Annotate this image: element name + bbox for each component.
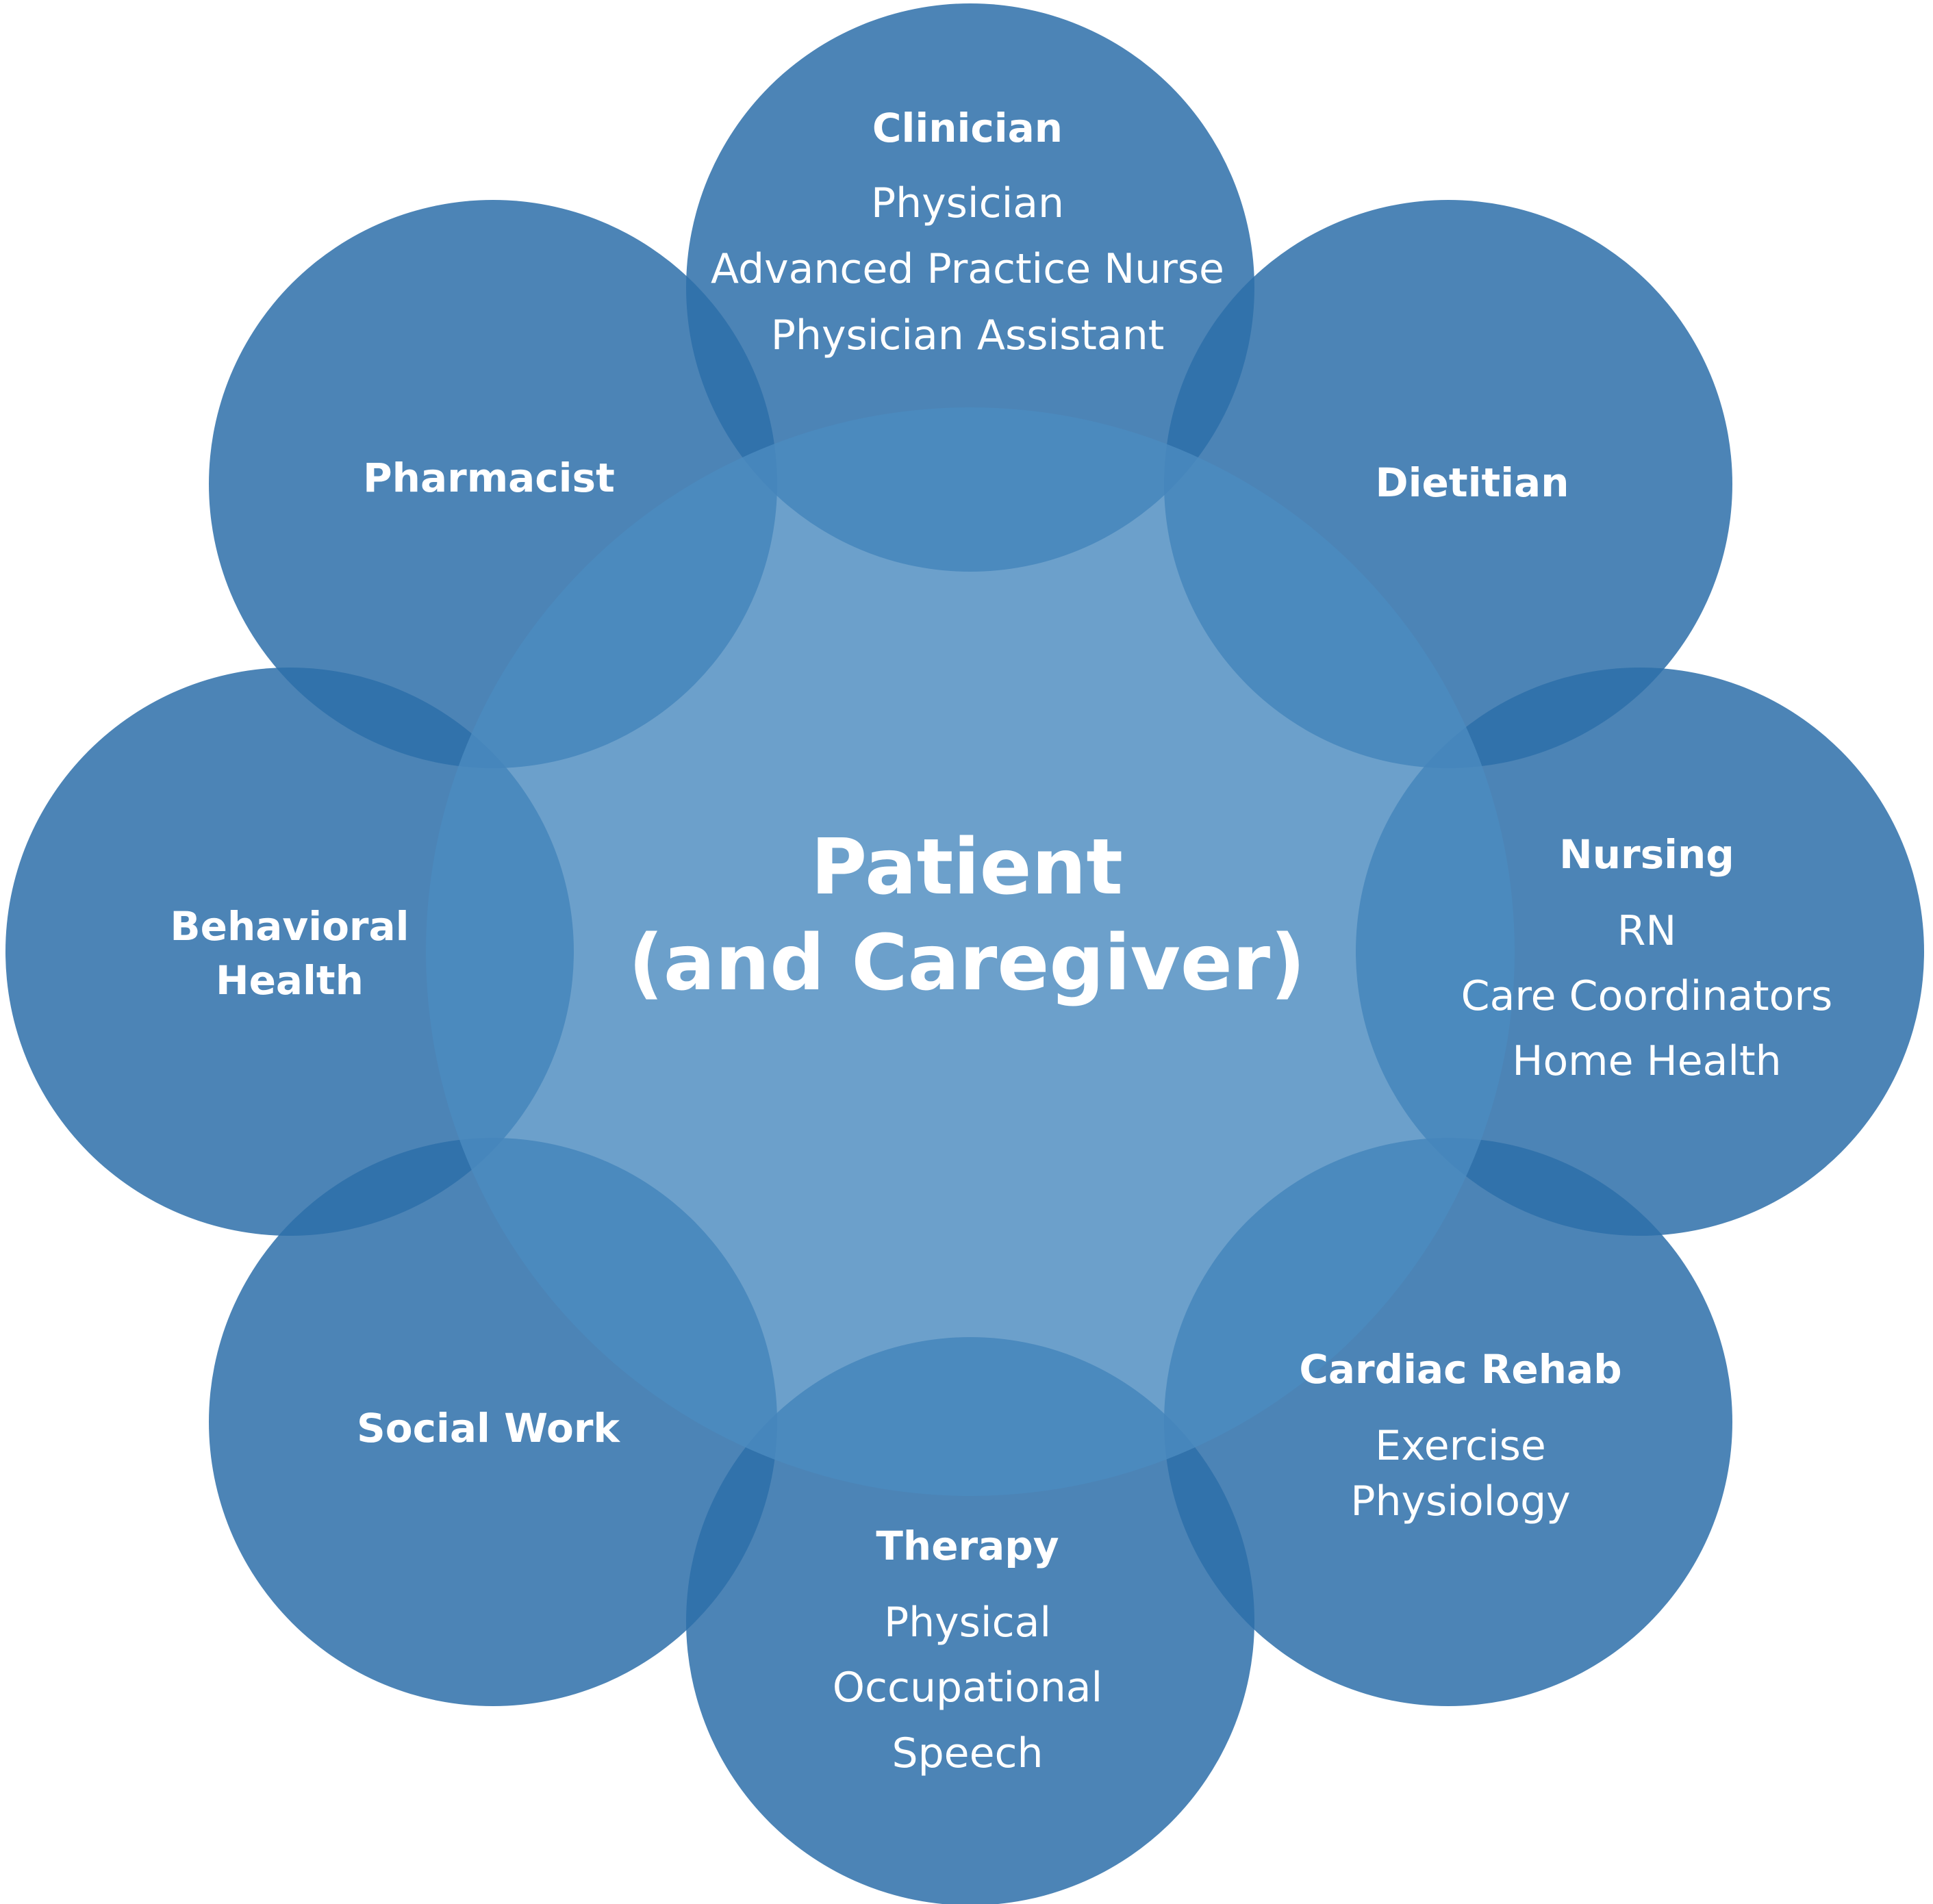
cardiac-rehab-title: Cardiac Rehab (1299, 1346, 1621, 1393)
social-work-title: Social Work (357, 1405, 620, 1451)
clinician-item: Advanced Practice Nurse (711, 245, 1224, 293)
dietitian-title: Dietitian (1375, 459, 1569, 506)
clinician-item: Physician Assistant (771, 312, 1165, 359)
therapy-item: Speech (892, 1729, 1043, 1777)
behavioral-health-circle (5, 668, 574, 1236)
therapy-circle (686, 1337, 1254, 1904)
clinician-title: Clinician (872, 105, 1063, 151)
nursing-item: RN (1617, 907, 1677, 955)
therapy-item: Physical (884, 1599, 1051, 1647)
therapy-title: Therapy (876, 1523, 1059, 1569)
pharmacist-title: Pharmacist (363, 455, 615, 501)
therapy-item: Occupational (833, 1664, 1102, 1712)
behavioral-health-title-line1: Behavioral (170, 903, 409, 950)
nursing-circle (1356, 668, 1924, 1236)
behavioral-health-title-line2: Health (216, 957, 364, 1004)
patient-circle (426, 407, 1515, 1496)
nursing-item: Care Coordinators (1461, 972, 1833, 1020)
center-title-line2: (and Caregiver) (629, 919, 1306, 1008)
center-title-line1: Patient (811, 823, 1123, 912)
cardiac-rehab-item: Physiology (1350, 1477, 1570, 1525)
nursing-item: Home Health (1512, 1037, 1781, 1085)
nursing-title: Nursing (1559, 831, 1734, 878)
cardiac-rehab-item: Exercise (1375, 1422, 1546, 1470)
clinician-item: Physician (871, 179, 1064, 227)
